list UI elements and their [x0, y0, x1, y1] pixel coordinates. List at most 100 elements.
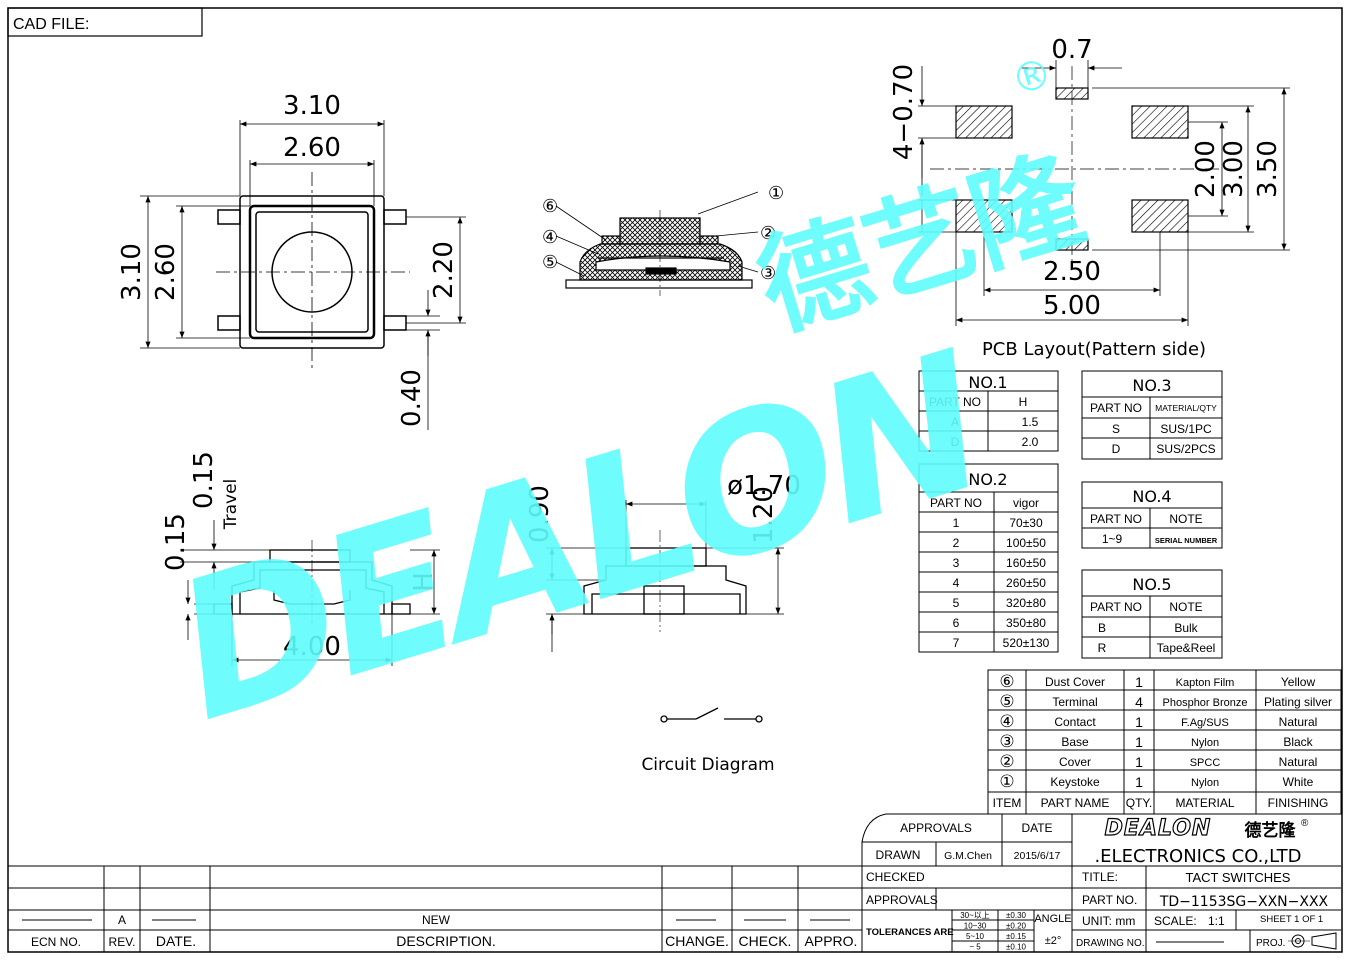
table-row: 1.5 [1022, 415, 1039, 429]
bom-table [987, 669, 1342, 815]
table-row: 7 [953, 636, 960, 650]
tb-brand-logo: DEALON [1105, 816, 1212, 841]
bom-part-name: Contact [1054, 715, 1096, 729]
table-row: 350±80 [1006, 616, 1046, 630]
tb-part-no-value: TD−1153SG−XXN−XXX [1159, 894, 1329, 910]
table-row: R [1098, 641, 1107, 655]
bom-part-name: Cover [1059, 755, 1091, 769]
no3-header-material: MATERIAL/QTY [1155, 403, 1217, 413]
bom-header-item: ITEM [993, 796, 1022, 810]
rev-header-rev: REV. [109, 935, 136, 949]
tb-date: DATE [1021, 821, 1052, 835]
tb-drawing-no: DRAWING NO. [1076, 938, 1145, 949]
bom-item-number: ② [999, 752, 1014, 772]
table-row: 4 [953, 576, 960, 590]
tb-scale-label: SCALE: [1154, 914, 1197, 928]
no3-header-part: PART NO [1090, 401, 1142, 415]
pcb-layout [918, 60, 1290, 326]
table-row: 100±50 [1006, 536, 1046, 550]
dim-side-015-a: 0.15 [161, 513, 191, 571]
bom-finishing: Plating silver [1264, 695, 1332, 709]
rev-header-date: DATE. [156, 933, 196, 949]
bom-item-number: ④ [999, 712, 1014, 732]
table-row: A [951, 415, 959, 429]
no1-header-part: PART NO [929, 395, 981, 409]
dim-travel-label: Travel [221, 479, 241, 531]
table-no4 [1081, 481, 1223, 549]
dim-side-015-b: 0.15 [189, 451, 219, 509]
no1-header-h: H [1019, 395, 1028, 409]
table-row: SUS/2PCS [1156, 442, 1215, 456]
bom-material: SPCC [1190, 757, 1221, 769]
bom-material: Nylon [1191, 777, 1219, 789]
rev-description-value: NEW [422, 913, 451, 927]
tb-sheet: SHEET 1 OF 1 [1260, 914, 1323, 925]
table-row: Bulk [1174, 621, 1198, 635]
bom-finishing: Yellow [1281, 675, 1316, 689]
no2-title: NO.2 [968, 470, 1007, 489]
table-row: 3 [953, 556, 960, 570]
table-no1 [918, 370, 1059, 452]
table-row: 5 [953, 596, 960, 610]
rev-header-change: CHANGE. [665, 933, 729, 949]
dim-pcb-350: 3.50 [1253, 140, 1283, 198]
tb-angle-value: ±2° [1045, 935, 1062, 947]
table-no2 [918, 463, 1059, 653]
bom-material: F.Ag/SUS [1181, 717, 1229, 729]
bom-header-material: MATERIAL [1175, 796, 1234, 810]
callout-5: ⑤ [542, 252, 558, 273]
callout-2: ② [760, 223, 776, 244]
tb-unit: UNIT: mm [1082, 914, 1135, 928]
callout-1: ① [768, 183, 784, 204]
tolerance-value: ±0.15 [1006, 932, 1027, 941]
dim-pin-width: 0.40 [397, 369, 427, 427]
table-no5 [1081, 569, 1223, 659]
circuit-diagram [660, 707, 763, 723]
title-block [861, 813, 1341, 952]
no5-header-part: PART NO [1090, 600, 1142, 614]
tolerance-value: ±0.20 [1006, 922, 1027, 931]
dim-pcb-pads: 4−0.70 [889, 64, 919, 160]
no2-header-part: PART NO [930, 496, 982, 510]
bom-material: Phosphor Bronze [1163, 697, 1248, 709]
tolerance-value: ±0.30 [1006, 911, 1027, 920]
bom-item-number: ① [999, 772, 1014, 792]
bom-finishing: Natural [1279, 755, 1318, 769]
bom-finishing: White [1283, 775, 1314, 789]
table-row: 260±50 [1006, 576, 1046, 590]
dim-pcb-300: 3.00 [1219, 140, 1249, 198]
tolerance-range: 10~30 [964, 922, 987, 931]
bom-qty: 1 [1135, 714, 1143, 730]
bom-item-number: ⑤ [999, 692, 1014, 712]
no4-title: NO.4 [1132, 487, 1171, 506]
no4-header-part: PART NO [1090, 512, 1142, 526]
dim-height-h: H [409, 572, 439, 592]
rev-header-appro: APPRO. [805, 933, 858, 949]
tb-angle: ANGLE [1034, 913, 1071, 925]
table-row: Tape&Reel [1157, 641, 1216, 655]
tolerance-range: 30~以上 [960, 911, 990, 920]
tolerance-range: 5~10 [966, 932, 985, 941]
bom-qty: 4 [1135, 694, 1143, 710]
pcb-layout-title: PCB Layout(Pattern side) [982, 339, 1206, 360]
bom-qty: 1 [1135, 754, 1143, 770]
tb-brand-registered: ® [1301, 818, 1309, 829]
dim-pcb-small-pad: 0.7 [1051, 35, 1092, 65]
bom-header-qty: QTY. [1126, 796, 1152, 810]
bom-item-number: ③ [999, 732, 1014, 752]
bom-qty: 1 [1135, 674, 1143, 690]
table-row: B [1098, 621, 1106, 635]
dim-side-width: 4.00 [283, 632, 341, 662]
no4-header-note: NOTE [1169, 512, 1202, 526]
bom-qty: 1 [1135, 774, 1143, 790]
bom-header-finishing: FINISHING [1268, 796, 1329, 810]
bom-item-number: ⑥ [999, 672, 1014, 692]
dim-front-diameter: ø1.70 [727, 471, 801, 501]
rev-value: A [118, 913, 126, 927]
circuit-label: Circuit Diagram [641, 755, 774, 775]
tb-approvals-2: APPROVALS [866, 893, 938, 907]
